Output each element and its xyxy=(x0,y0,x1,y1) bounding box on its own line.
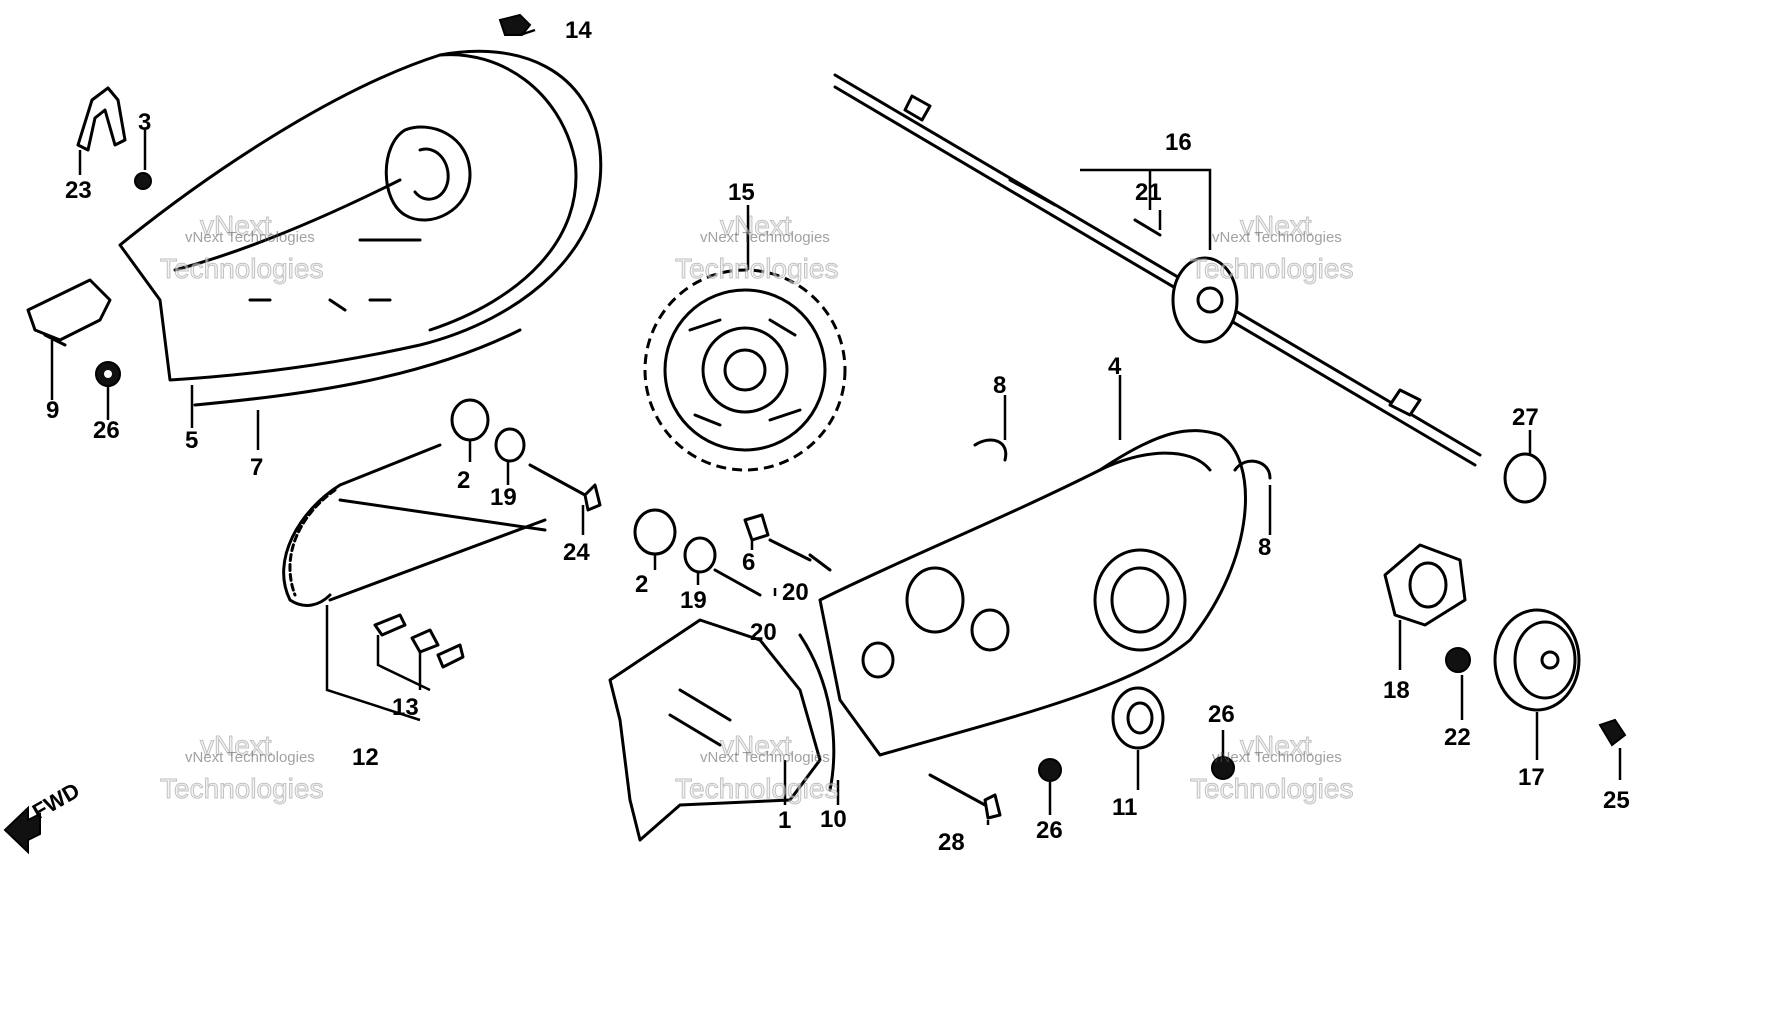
callout-9: 9 xyxy=(46,397,59,424)
callout-19: 19 xyxy=(490,484,517,511)
bolt-upper xyxy=(528,463,602,512)
watermark-bottom-right-line3: Technologies xyxy=(1190,773,1353,804)
watermark-top-right-line3: Technologies xyxy=(1190,253,1353,284)
top-bolt xyxy=(498,13,532,36)
callout-8: 8 xyxy=(993,372,1006,399)
callout-20: 20 xyxy=(750,619,777,646)
callout-2: 2 xyxy=(635,571,648,598)
clip-upper xyxy=(973,438,1008,462)
callout-4: 4 xyxy=(1108,353,1122,380)
flange-nut-hole xyxy=(104,370,112,378)
callout-17: 17 xyxy=(1518,764,1545,791)
callout-1: 1 xyxy=(778,807,791,834)
leader-lines xyxy=(50,28,1622,825)
small-nut xyxy=(134,172,152,190)
watermark-bottom-mid-line3: Technologies xyxy=(675,773,838,804)
lower-chain-case xyxy=(818,429,1247,757)
clip-right xyxy=(1233,459,1272,480)
o-ring xyxy=(1503,452,1547,504)
watermark-top-mid-line3: Technologies xyxy=(675,253,838,284)
long-bolt xyxy=(928,773,1002,820)
callout-28: 28 xyxy=(938,829,965,856)
watermark-bottom-left-line2: vNext Technologies xyxy=(185,749,315,766)
hub-stud xyxy=(1133,218,1162,237)
callout-2: 2 xyxy=(457,467,470,494)
callout-24: 24 xyxy=(563,539,590,566)
watermark-bottom-mid-line2: vNext Technologies xyxy=(700,749,830,766)
bracket-clip xyxy=(76,86,127,152)
rear-sprocket xyxy=(643,268,847,472)
callouts: 1 2 2 3 4 5 6 7 8 8 9 10 11 12 13 14 15 … xyxy=(46,17,1630,856)
watermark-top-left-line3: Technologies xyxy=(160,253,323,284)
seal-strip xyxy=(798,633,836,792)
watermark-top-mid-line1: vNext xyxy=(720,210,792,241)
callout-11: 11 xyxy=(1112,794,1137,821)
bolt-lower-a xyxy=(768,538,832,572)
callout-19: 19 xyxy=(680,587,707,614)
roller-lower xyxy=(633,508,677,556)
washer-lower xyxy=(683,536,717,574)
callout-22: 22 xyxy=(1444,724,1471,751)
axle-hub-center xyxy=(1196,286,1224,314)
callout-8: 8 xyxy=(1258,534,1271,561)
callout-25: 25 xyxy=(1603,787,1630,814)
callout-13: 13 xyxy=(392,694,419,721)
watermark-top-right-line1: vNext xyxy=(1240,210,1312,241)
bolt-lower-b xyxy=(713,568,762,597)
watermark-top-left-line1: vNext xyxy=(200,210,272,241)
callout-16: 16 xyxy=(1165,129,1192,156)
callout-23: 23 xyxy=(65,177,92,204)
callout-12: 12 xyxy=(352,744,379,771)
callout-3: 3 xyxy=(138,109,151,136)
callout-15: 15 xyxy=(728,179,755,206)
watermark-top-right-line2: vNext Technologies xyxy=(1212,229,1342,246)
watermark-bottom-mid-line1: vNext xyxy=(720,730,792,761)
forward-arrow: FWD xyxy=(3,778,84,855)
nut-lower-center xyxy=(1038,758,1062,782)
watermark-bottom-left-line3: Technologies xyxy=(160,773,323,804)
callout-10: 10 xyxy=(820,806,847,833)
washer-upper xyxy=(494,427,526,463)
roller-upper xyxy=(450,398,490,442)
collar xyxy=(743,513,770,542)
upper-chain-case-cover xyxy=(118,49,603,382)
callout-27: 27 xyxy=(1512,404,1539,431)
final-driven-flange xyxy=(1111,686,1165,750)
brake-drum xyxy=(1493,608,1581,712)
watermark-bottom-left-line1: vNext xyxy=(200,730,272,761)
bearing-holder xyxy=(1383,543,1467,627)
fwd-label: FWD xyxy=(28,778,84,825)
watermark-bottom-right-line2: vNext Technologies xyxy=(1212,749,1342,766)
callout-21: 21 xyxy=(1135,179,1162,206)
drive-chain xyxy=(282,443,547,607)
watermarks: vNext vNext Technologies Technologies vN… xyxy=(160,210,1354,805)
skid-plate xyxy=(608,618,822,842)
tensioner-block xyxy=(26,278,112,347)
callout-14: 14 xyxy=(565,17,592,44)
callout-6: 6 xyxy=(742,549,755,576)
chain-guide-strip xyxy=(193,328,522,407)
rear-axle xyxy=(833,73,1482,467)
master-link-clip xyxy=(373,613,465,669)
watermark-top-left-line2: vNext Technologies xyxy=(185,229,315,246)
callout-26: 26 xyxy=(1036,817,1063,844)
callout-18: 18 xyxy=(1383,677,1410,704)
axle-hub xyxy=(1171,256,1239,344)
callout-26: 26 xyxy=(93,417,120,444)
spacer-22 xyxy=(1445,647,1471,673)
callout-7: 7 xyxy=(250,454,263,481)
callout-20: 20 xyxy=(782,579,809,606)
watermark-bottom-right-line1: vNext xyxy=(1240,730,1312,761)
callout-26: 26 xyxy=(1208,701,1235,728)
callout-5: 5 xyxy=(185,427,198,454)
watermark-top-mid-line2: vNext Technologies xyxy=(700,229,830,246)
drum-bolt xyxy=(1598,718,1627,747)
